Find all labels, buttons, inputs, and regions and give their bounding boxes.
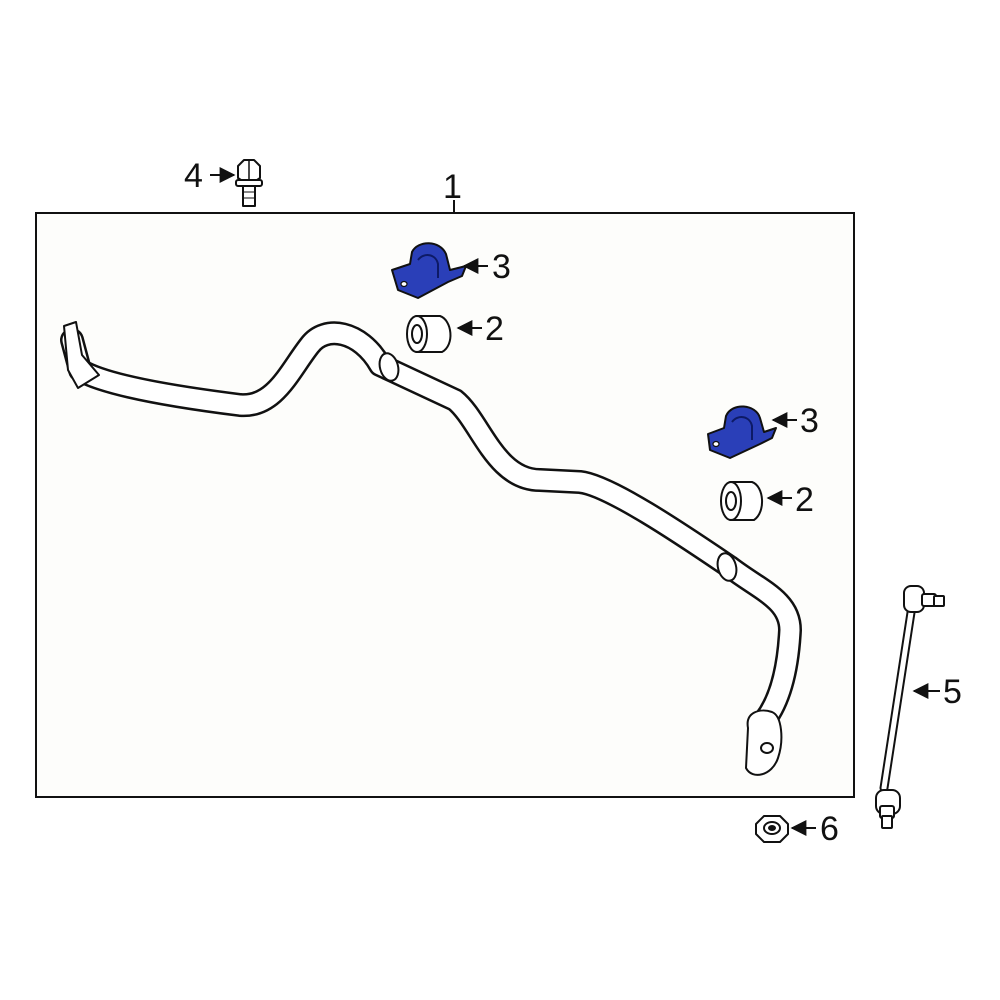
callout-5-label: 5 (943, 673, 962, 711)
callout-3-upper-label: 3 (492, 248, 511, 286)
bushing-bracket-icon (707, 405, 777, 459)
bushing-bracket-icon (391, 242, 467, 299)
hex-bolt-icon (235, 159, 263, 207)
assembly-frame (35, 212, 855, 798)
stabilizer-bar-icon (60, 321, 802, 776)
rubber-bushing-icon (720, 481, 763, 521)
stabilizer-link-icon (875, 585, 945, 829)
callout-3-lower-label: 3 (800, 402, 819, 440)
callout-4-label: 4 (184, 157, 203, 195)
hex-nut-icon (755, 815, 789, 843)
callout-2-upper-label: 2 (485, 310, 504, 348)
rubber-bushing-icon (406, 315, 452, 353)
callout-6-label: 6 (820, 810, 839, 848)
callout-1-label: 1 (443, 168, 462, 206)
callout-2-lower-label: 2 (795, 481, 814, 519)
